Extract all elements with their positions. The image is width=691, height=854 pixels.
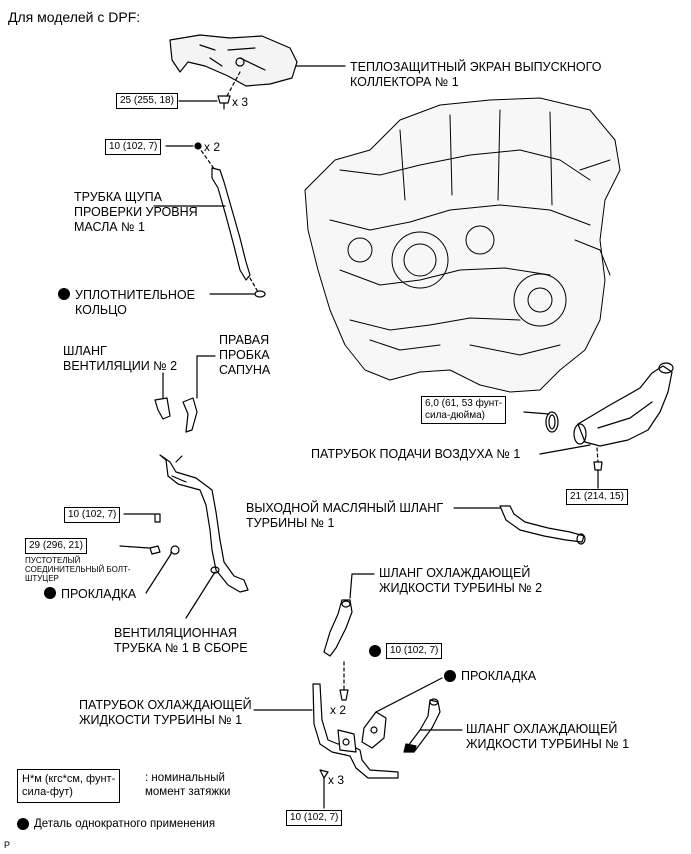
label-gasket-left: ПРОКЛАДКА — [61, 587, 137, 601]
label-air-inlet: ПАТРУБОК ПОДАЧИ ВОЗДУХА № 1 — [311, 447, 521, 461]
single-use-mark-coolant-bolt — [369, 645, 381, 657]
single-use-mark-o-ring — [58, 288, 70, 300]
corner-mark: P — [4, 840, 11, 850]
qty-coolant-upper: x 2 — [330, 703, 347, 717]
single-use-mark-gasket-right — [444, 670, 456, 682]
air-inlet-part — [545, 362, 674, 489]
oil-outlet-hose-part — [499, 505, 586, 545]
legend-single-use-dot — [17, 818, 29, 830]
torque-coolant-upper: 10 (102, 7) — [386, 643, 443, 659]
label-breather-plug: ПРАВАЯ ПРОБКА САПУНА — [219, 333, 271, 377]
qty-coolant-lower: x 3 — [328, 773, 345, 787]
label-coolant-pipe-1: ПАТРУБОК ОХЛАЖДАЮЩЕЙ ЖИДКОСТИ ТУРБИНЫ № … — [79, 698, 252, 727]
torque-coolant-lower: 10 (102, 7) — [286, 810, 343, 826]
label-union-bolt: ПУСТОТЕЛЫЙ СОЕДИНИТЕЛЬНЫЙ БОЛТ- ШТУЦЕР — [25, 556, 131, 583]
torque-vent-tube: 10 (102, 7) — [64, 507, 121, 523]
label-coolant-hose-2: ШЛАНГ ОХЛАЖДАЮЩЕЙ ЖИДКОСТИ ТУРБИНЫ № 2 — [379, 566, 543, 595]
dipstick-tube-part — [194, 142, 266, 298]
torque-dipstick: 10 (102, 7) — [105, 139, 162, 155]
qty-dipstick: x 2 — [204, 140, 221, 154]
torque-heat-shield: 25 (255, 18) — [116, 93, 178, 109]
label-vent-tube-assy: ВЕНТИЛЯЦИОННАЯ ТРУБКА № 1 В СБОРЕ — [114, 626, 248, 655]
label-coolant-hose-1: ШЛАНГ ОХЛАЖДАЮЩЕЙ ЖИДКОСТИ ТУРБИНЫ № 1 — [466, 722, 630, 751]
coolant-pipe-part — [312, 661, 399, 809]
torque-inlet-clamp: 6,0 (61, 53 фунт- сила-дюйма) — [421, 396, 507, 424]
label-vent-hose-2: ШЛАНГ ВЕНТИЛЯЦИИ № 2 — [63, 344, 178, 373]
coolant-hose-1-part — [403, 698, 441, 753]
heat-shield-part — [169, 34, 298, 87]
engine-part — [304, 97, 621, 393]
label-dipstick-tube: ТРУБКА ЩУПА ПРОВЕРКИ УРОВНЯ МАСЛА № 1 — [74, 190, 198, 234]
label-heat-shield: ТЕПЛОЗАЩИТНЫЙ ЭКРАН ВЫПУСКНОГО КОЛЛЕКТОР… — [350, 60, 602, 89]
label-o-ring: УПЛОТНИТЕЛЬНОЕ КОЛЬЦО — [75, 288, 195, 317]
legend-torque-desc: : номинальный момент затяжки — [145, 772, 231, 798]
label-gasket-right: ПРОКЛАДКА — [461, 669, 537, 683]
qty-heat-shield: x 3 — [232, 95, 249, 109]
legend-single-use: Деталь однократного применения — [34, 818, 216, 830]
single-use-mark-gasket-left — [44, 587, 56, 599]
vent-tube-part — [149, 454, 249, 593]
label-oil-outlet-hose: ВЫХОДНОЙ МАСЛЯНЫЙ ШЛАНГ ТУРБИНЫ № 1 — [246, 501, 444, 530]
torque-union-bolt: 29 (296, 21) — [25, 538, 87, 554]
page-heading: Для моделей с DPF: — [8, 9, 141, 25]
torque-inlet-bolt: 21 (214, 15) — [566, 489, 628, 505]
legend-torque-box: Н*м (кгс*см, фунт- сила-фут) — [17, 769, 121, 803]
coolant-hose-2-part — [323, 599, 353, 657]
